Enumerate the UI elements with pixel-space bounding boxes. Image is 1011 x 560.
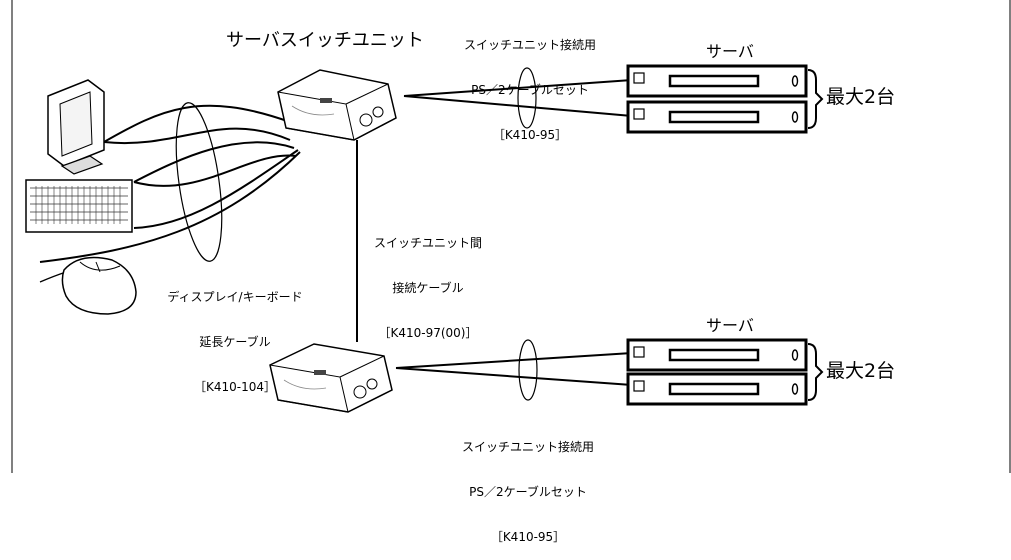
ps2-cable-top-marker <box>517 67 537 129</box>
server-group-top-label: サーバ <box>706 42 754 61</box>
server-top-2-icon <box>626 100 808 134</box>
inter-switch-cable-line1: スイッチユニット間 <box>373 236 482 250</box>
mouse-icon <box>39 256 137 315</box>
ps2-cable-top-label: スイッチユニット接続用 PS／2ケーブルセット ［K410-95］ <box>430 8 630 158</box>
server-group-bottom-max: 最大2台 <box>826 360 896 382</box>
server-bottom-1-icon <box>626 338 808 372</box>
ps2-cable-top-line1: スイッチユニット接続用 <box>463 38 596 52</box>
ps2-cable-bottom-label: スイッチユニット接続用 PS／2ケーブルセット ［K410-95］ <box>428 410 628 560</box>
kvm-switch-top-icon <box>277 69 397 141</box>
inter-switch-cable-label: スイッチユニット間 接続ケーブル ［K410-97(00)］ <box>358 206 498 356</box>
inter-switch-cable-part: ［K410-97(00)］ <box>378 326 478 340</box>
ps2-cable-bottom-part: ［K410-95］ <box>490 530 566 544</box>
server-bottom-2-icon <box>626 372 808 406</box>
extension-cable-line1: ディスプレイ/キーボード <box>167 290 303 304</box>
ps2-cable-top-part: ［K410-95］ <box>492 128 568 142</box>
switch-unit-title: サーバスイッチユニット <box>226 30 424 51</box>
extension-cable-part: ［K410-104］ <box>193 380 276 394</box>
ps2-cable-bottom-line2: PS／2ケーブルセット <box>469 485 587 499</box>
extension-cable-line2: 延長ケーブル <box>199 335 271 349</box>
ps2-cable-bottom-lines <box>395 352 633 386</box>
server-top-1-icon <box>626 64 808 98</box>
server-group-top-max: 最大2台 <box>826 86 896 108</box>
extension-cable-label: ディスプレイ/キーボード 延長ケーブル ［K410-104］ <box>150 260 320 410</box>
ps2-cable-top-line2: PS／2ケーブルセット <box>471 83 589 97</box>
extension-cable-lines <box>39 104 301 263</box>
server-group-bottom-label: サーバ <box>706 316 754 335</box>
monitor-icon <box>47 79 105 175</box>
server-group-top-brace <box>807 69 824 129</box>
extension-cable-bundle-marker <box>175 102 223 262</box>
ps2-cable-bottom-line1: スイッチユニット接続用 <box>461 440 594 454</box>
server-group-bottom-brace <box>807 343 824 401</box>
ps2-cable-bottom-marker <box>518 339 538 401</box>
kvm-switch-bottom-icon <box>269 343 393 413</box>
keyboard-icon <box>25 179 133 233</box>
diagram-canvas <box>11 0 1011 473</box>
kvm-connection-diagram: サーバスイッチユニット スイッチユニット接続用 PS／2ケーブルセット ［K41… <box>11 0 1011 544</box>
inter-switch-cable-line2: 接続ケーブル <box>392 281 464 295</box>
